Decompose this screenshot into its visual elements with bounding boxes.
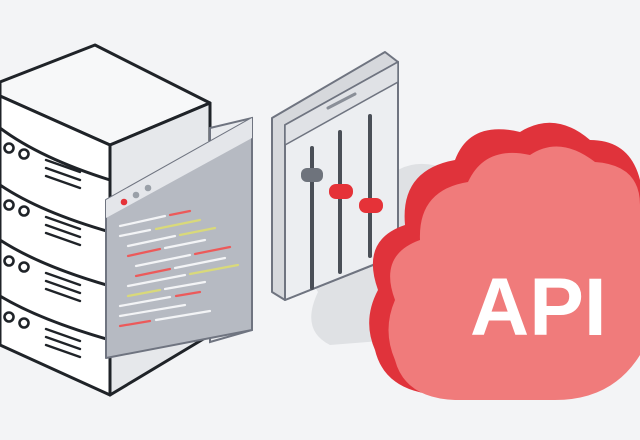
api-cloud-icon: API xyxy=(369,122,640,400)
slider-knob-3 xyxy=(359,198,383,213)
server-vent-lines xyxy=(44,158,82,359)
code-panel-header xyxy=(106,118,252,218)
slider-knobs xyxy=(301,168,383,213)
window-control-dots xyxy=(120,184,152,206)
code-panel-front xyxy=(105,117,253,359)
code-lines xyxy=(118,209,240,328)
api-label: API xyxy=(470,262,607,353)
slider-knob-2 xyxy=(329,184,353,199)
slider-knob-1 xyxy=(301,168,323,182)
api-cloud-face xyxy=(388,146,640,400)
equalizer-sliders-icon xyxy=(271,51,399,301)
slider-panel-handle xyxy=(326,92,357,110)
code-editor-window-icon xyxy=(105,116,253,359)
server-unit-dividers xyxy=(0,126,111,342)
server-status-lights xyxy=(3,142,30,329)
slider-panel-header xyxy=(284,60,399,147)
